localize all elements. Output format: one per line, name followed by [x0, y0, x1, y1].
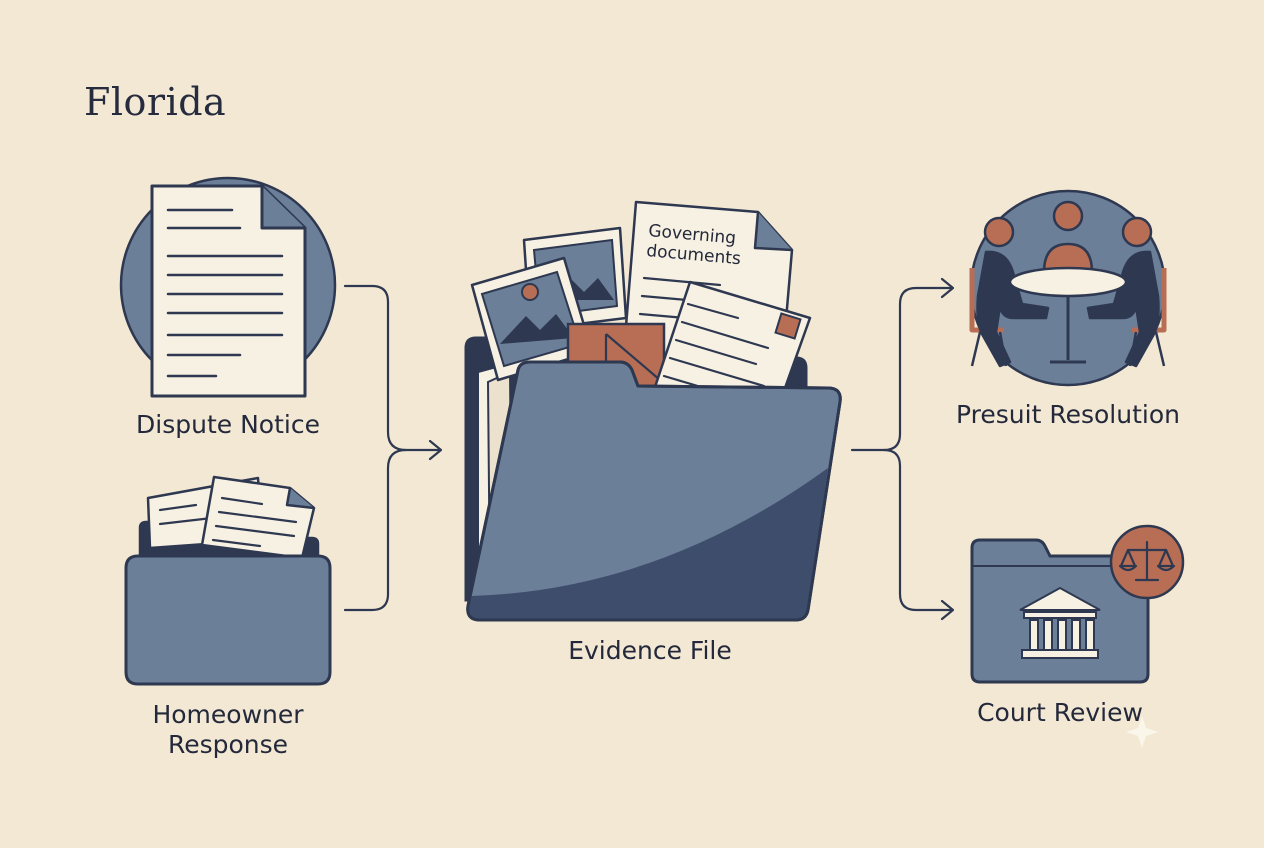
arrow-head-presuit [940, 277, 955, 299]
dispute-notice-label: Dispute Notice [136, 410, 320, 439]
evidence-file-node: Governing documents [464, 200, 842, 622]
presuit-resolution-node [969, 189, 1167, 387]
court-review-label: Court Review [977, 698, 1143, 727]
sparkle-icon [1126, 716, 1158, 748]
connector-left [343, 284, 443, 612]
page-title: Florida [84, 80, 227, 124]
document-icon [150, 184, 307, 398]
scales-of-justice-icon [1109, 524, 1185, 600]
arrow-head-court [940, 599, 955, 621]
meeting-table-icon [969, 200, 1167, 368]
homeowner-response-node [124, 475, 332, 686]
court-review-node [970, 524, 1185, 684]
connector-right [850, 277, 955, 621]
folder-with-papers-icon [124, 475, 332, 686]
dispute-notice-node [119, 176, 337, 398]
homeowner-response-label-line1: Homeowner [152, 700, 304, 729]
evidence-folder-icon: Governing documents [464, 200, 842, 622]
presuit-resolution-label: Presuit Resolution [956, 400, 1180, 429]
courthouse-icon [1019, 586, 1101, 659]
homeowner-response-label-line2: Response [167, 730, 289, 759]
arrow-head-evidence [428, 439, 443, 461]
evidence-file-label: Evidence File [568, 636, 732, 665]
